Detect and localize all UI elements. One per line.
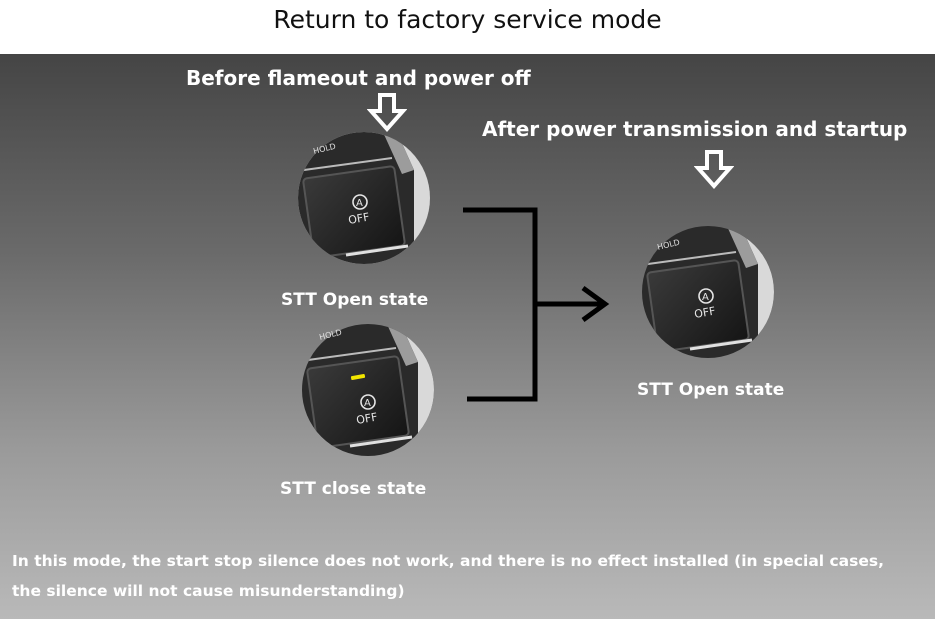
stt-icon-letter: A: [356, 198, 363, 209]
arrow-down-icon: [694, 150, 734, 189]
stt-button-photo: HOLD A OFF: [642, 226, 774, 358]
state-label-open-before: STT Open state: [281, 290, 429, 310]
stt-button-photo: HOLD A OFF: [298, 132, 430, 264]
page-title: Return to factory service mode: [0, 0, 935, 54]
stt-icon-off: OFF: [347, 210, 370, 227]
state-label-close-before: STT close state: [280, 479, 427, 499]
before-heading: Before flameout and power off: [186, 66, 531, 90]
stt-icon-off: OFF: [355, 410, 378, 427]
mode-note: In this mode, the start stop silence doe…: [12, 552, 884, 600]
diagram-panel: Before flameout and power off After powe…: [0, 54, 935, 619]
state-label-open-after: STT Open state: [637, 380, 785, 400]
stt-icon-off: OFF: [693, 304, 716, 321]
stt-icon-letter: A: [702, 292, 709, 303]
indicator-light: [350, 373, 366, 381]
arrow-down-icon: [367, 93, 407, 132]
stt-icon-letter: A: [364, 398, 371, 409]
merge-arrow-icon: [463, 207, 610, 402]
stt-button-photo: HOLD A OFF: [302, 324, 434, 456]
after-heading: After power transmission and startup: [482, 117, 908, 141]
